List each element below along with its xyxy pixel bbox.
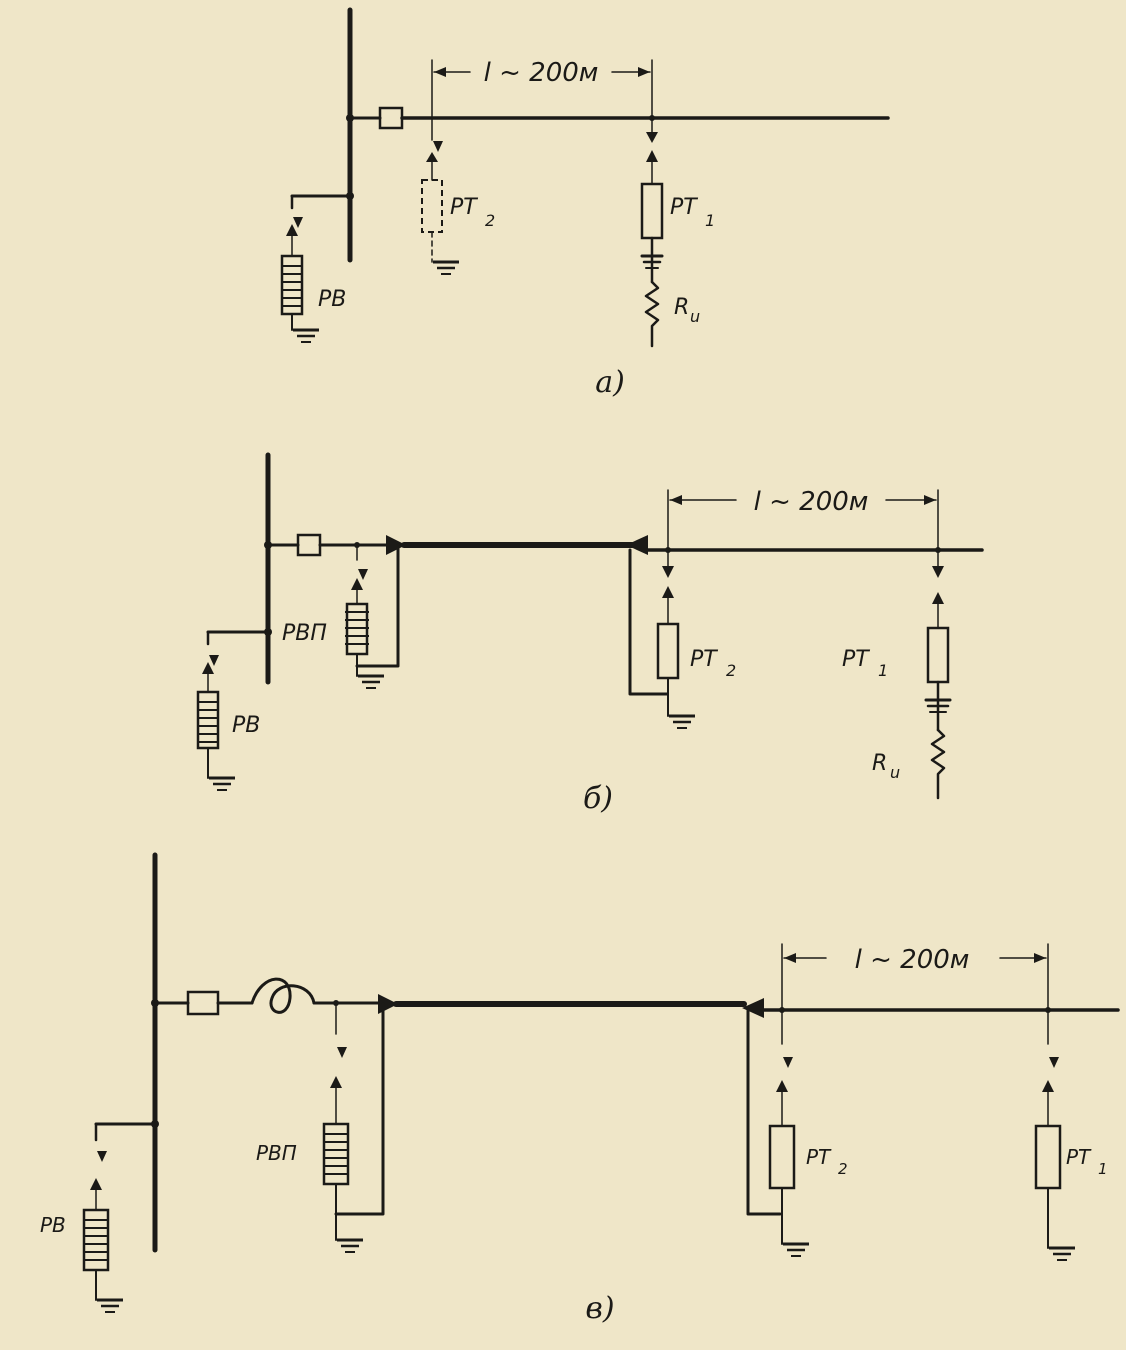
rv-label: PB — [40, 1213, 66, 1237]
rv-arrester — [196, 690, 220, 750]
pt1-resistor — [640, 182, 664, 240]
pt2-label: PT — [450, 195, 478, 220]
cable-end-right — [742, 998, 764, 1018]
rvp-label: PBП — [282, 621, 327, 646]
ground-icon — [335, 1238, 365, 1254]
caption-b: б) — [583, 781, 613, 816]
pt1-label: PT — [670, 195, 698, 220]
breaker-box — [186, 990, 220, 1016]
diagram-c: l ~ 200м PBП PT 2 PT — [40, 852, 1120, 1326]
ground-icon — [667, 714, 697, 730]
breaker-box — [296, 533, 322, 557]
pt1-subscript: 1 — [878, 661, 888, 680]
ru-label: R — [872, 751, 887, 776]
ru-label: R — [674, 295, 689, 320]
diagram-a: l ~ 200м PT 2 PT 1 R u — [280, 7, 890, 400]
caption-a: а) — [595, 365, 625, 400]
pt1-label: PT — [1066, 1145, 1092, 1169]
caption-c: в) — [585, 1291, 614, 1326]
ground-icon — [1047, 1246, 1077, 1262]
pt1-subscript: 1 — [1098, 1160, 1108, 1178]
pt1-subscript: 1 — [705, 211, 715, 230]
pt2-label: PT — [806, 1145, 832, 1169]
ru-resistor — [930, 728, 946, 800]
pt2-subscript: 2 — [838, 1160, 848, 1178]
rv-label: PB — [232, 713, 260, 738]
ru-resistor — [644, 280, 660, 348]
ru-subscript: u — [890, 763, 900, 782]
distance-label: l ~ 200м — [484, 58, 599, 88]
distance-label: l ~ 200м — [754, 487, 869, 517]
cable-end-right — [626, 535, 648, 555]
diagram-b: l ~ 200м PBП PT 2 — [196, 452, 984, 816]
reactor-coil — [250, 977, 316, 1014]
ground-icon — [781, 1242, 811, 1258]
pt1-label: PT — [842, 647, 870, 672]
pt2-subscript: 2 — [726, 661, 736, 680]
pt2-resistor — [768, 1124, 796, 1190]
cable-end-left — [386, 535, 406, 555]
distance-label: l ~ 200м — [855, 945, 970, 975]
ground-icon — [291, 328, 321, 344]
pt1-resistor — [1034, 1124, 1062, 1190]
pt2-subscript: 2 — [485, 211, 495, 230]
ru-subscript: u — [690, 307, 700, 326]
ground-icon — [207, 776, 237, 792]
pt2-resistor — [656, 622, 680, 680]
ground-icon — [356, 674, 386, 690]
ground-icon — [95, 1298, 125, 1314]
pt2-label: PT — [690, 647, 718, 672]
pt1-resistor — [926, 626, 950, 684]
pt2-resistor-dashed — [421, 179, 443, 233]
breaker-box — [378, 106, 404, 130]
ground-icon — [431, 260, 461, 276]
rv-label: PB — [318, 287, 346, 312]
rvp-label: PBП — [256, 1141, 297, 1165]
